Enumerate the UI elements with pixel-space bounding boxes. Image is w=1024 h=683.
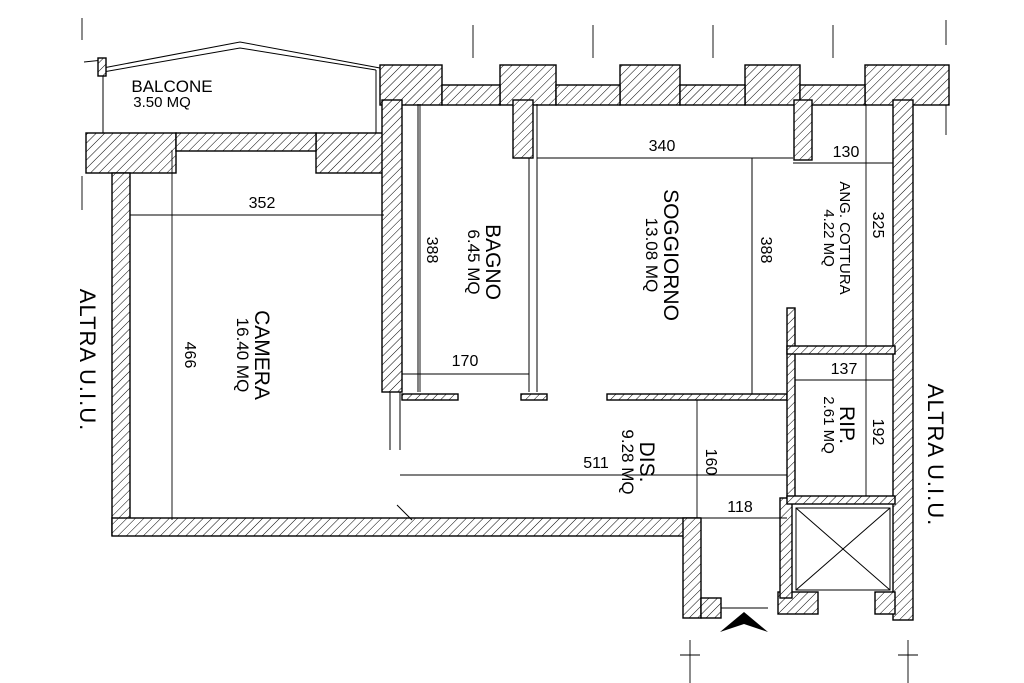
dim-cottura-width: 130	[833, 144, 860, 161]
dim-bagno-height: 388	[423, 237, 440, 264]
room-label-dis: DIS. 9.28 MQ	[618, 429, 658, 494]
lift-shaft	[795, 507, 891, 591]
dim-camera-width: 352	[249, 195, 276, 212]
room-label-soggiorno: SOGGIORNO 13.08 MQ	[642, 189, 682, 321]
room-area: 4.22 MQ	[820, 209, 837, 267]
dim-entry-width: 118	[727, 499, 753, 516]
room-name: BALCONE	[131, 77, 212, 96]
walls	[85, 64, 950, 621]
room-area: 13.08 MQ	[642, 218, 661, 293]
axis-lines	[81, 18, 947, 683]
dim-rip-width: 137	[831, 361, 858, 378]
room-area: 6.45 MQ	[464, 229, 483, 294]
room-area: 2.61 MQ	[820, 396, 837, 454]
room-label-ang-cottura: ANG. COTTURA 4.22 MQ	[820, 181, 853, 294]
room-label-balcone: BALCONE 3.50 MQ	[131, 77, 212, 111]
room-area: 9.28 MQ	[618, 429, 637, 494]
room-name: CAMERA	[250, 310, 273, 400]
dim-dis-length: 511	[583, 455, 609, 472]
partitions	[389, 104, 896, 521]
room-name: ANG. COTTURA	[836, 181, 853, 294]
dimension-lines	[130, 104, 893, 520]
room-label-rip: RIP. 2.61 MQ	[820, 396, 858, 454]
room-name: DIS.	[635, 442, 658, 483]
dim-bagno-width: 170	[452, 353, 479, 370]
dim-soggiorno-height: 388	[757, 237, 774, 264]
room-name: BAGNO	[481, 224, 504, 300]
dim-rip-height: 192	[869, 419, 886, 446]
balcony	[83, 41, 381, 133]
room-label-camera: CAMERA 16.40 MQ	[233, 310, 273, 400]
entrance-arrow-icon	[720, 612, 768, 632]
dim-cottura-height: 325	[869, 212, 886, 239]
dim-dis-height: 160	[702, 449, 719, 476]
dim-soggiorno-width: 340	[649, 138, 676, 155]
neighbor-left-label: ALTRA U.I.U.	[75, 289, 100, 431]
room-area: 16.40 MQ	[233, 318, 252, 393]
room-name: SOGGIORNO	[659, 189, 682, 321]
room-area: 3.50 MQ	[133, 94, 191, 111]
dim-camera-height: 466	[181, 342, 198, 369]
room-name: RIP.	[835, 406, 858, 444]
room-label-bagno: BAGNO 6.45 MQ	[464, 224, 504, 300]
neighbor-right-label: ALTRA U.I.U.	[923, 384, 948, 526]
